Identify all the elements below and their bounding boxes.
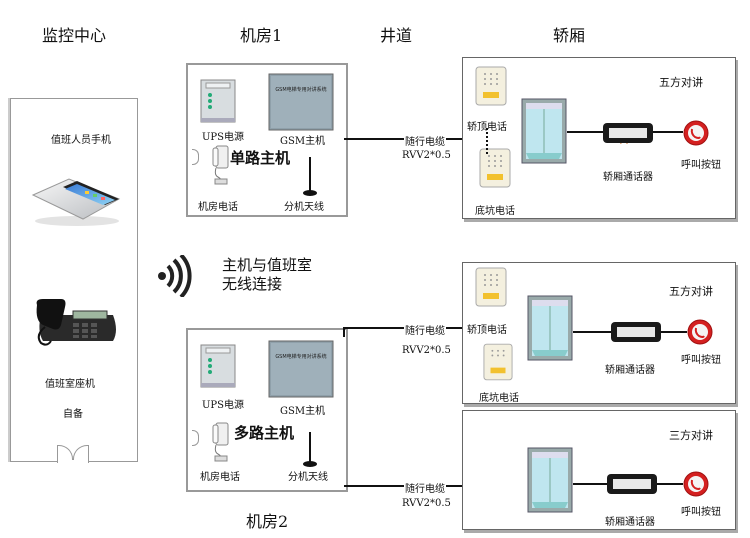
call-button-icon — [683, 471, 709, 497]
header-machine-room-2: 机房2 — [246, 512, 289, 531]
room2-door-arc — [192, 430, 199, 446]
cable-line-2 — [344, 327, 462, 329]
room2-ups-label: UPS电源 — [202, 400, 245, 411]
car2-pit-phone-label: 底坑电话 — [479, 393, 519, 404]
self-provided-label: 自备 — [63, 409, 83, 420]
header-monitor-center: 监控中心 — [42, 26, 107, 45]
cable3-spec: RVV2*0.5 — [402, 498, 451, 509]
speaker-phone-icon — [475, 267, 507, 307]
intercom-icon — [607, 473, 657, 495]
elevator-car-icon — [527, 447, 573, 513]
car1-pit-phone-label: 底坑电话 — [475, 206, 515, 217]
speaker-phone-icon — [479, 148, 511, 188]
room1-phone-label: 机房电话 — [198, 202, 238, 213]
room2-phone-label: 机房电话 — [200, 472, 240, 483]
car2-link-1 — [573, 331, 611, 333]
door-gap — [57, 445, 89, 463]
car2-title: 五方对讲 — [669, 285, 713, 298]
room1-ups-label: UPS电源 — [202, 132, 245, 143]
cable3-name: 随行电缆 — [404, 480, 446, 495]
cable1-name: 随行电缆 — [404, 133, 446, 148]
room1-antenna-label: 分机天线 — [284, 202, 324, 213]
call-button-icon — [683, 120, 709, 146]
desk-phone-label: 值班室座机 — [45, 379, 95, 390]
car-panel-2: 五方对讲 轿顶电话 底坑电话 — [462, 262, 736, 404]
car1-top-phone-label: 轿顶电话 — [467, 122, 507, 133]
machine-room-2: GSM电梯专用对讲系统 UPS电源 GSM主机 多路主机 机房电话 分机天线 — [186, 328, 348, 492]
room1-gsm-label: GSM主机 — [280, 136, 326, 147]
car2-top-phone-label: 轿顶电话 — [467, 325, 507, 336]
wireless-signal-icon — [156, 255, 192, 297]
room1-door-arc — [192, 149, 199, 165]
room2-host-label: 多路主机 — [234, 424, 295, 442]
car3-title: 三方对讲 — [669, 429, 713, 442]
car3-call-label: 呼叫按钮 — [681, 507, 721, 518]
antenna-icon — [302, 430, 318, 468]
antenna-icon — [302, 155, 318, 197]
call-button-icon — [687, 319, 713, 345]
speaker-phone-icon — [475, 66, 507, 106]
elevator-car-icon — [521, 98, 567, 164]
desk-phone-icon — [33, 295, 123, 347]
car2-link-2 — [661, 331, 687, 333]
svg-text:GSM电梯专用对讲系统: GSM电梯专用对讲系统 — [275, 353, 326, 360]
cable2-name: 随行电缆 — [404, 322, 446, 337]
wall-phone-icon — [212, 145, 230, 185]
car2-call-label: 呼叫按钮 — [681, 355, 721, 366]
elevator-car-icon — [527, 295, 573, 361]
cable-line-2-drop — [343, 327, 345, 337]
svg-text:GSM电梯专用对讲系统: GSM电梯专用对讲系统 — [275, 86, 326, 93]
car1-intercom-label: 轿厢通话器 — [603, 172, 653, 183]
header-shaft: 井道 — [380, 26, 413, 45]
car1-title: 五方对讲 — [659, 76, 703, 89]
car3-link-2 — [657, 483, 683, 485]
intercom-icon — [611, 321, 661, 343]
ups-box-icon — [200, 79, 236, 123]
gsm-box-icon: GSM电梯专用对讲系统 — [268, 73, 334, 131]
duty-phone-label: 值班人员手机 — [51, 135, 111, 146]
car1-call-label: 呼叫按钮 — [681, 160, 721, 171]
car1-link-1 — [567, 131, 607, 133]
cable1-spec: RVV2*0.5 — [402, 150, 451, 161]
car-panel-3: 三方对讲 轿厢通话器 呼叫按钮 — [462, 410, 736, 530]
machine-room-1: GSM电梯专用对讲系统 UPS电源 GSM主机 单路主机 机房电话 分机天线 — [186, 63, 348, 217]
wireless-text: 主机与值班室无线连接 — [222, 256, 313, 293]
intercom-icon — [603, 122, 653, 144]
gsm-box-icon: GSM电梯专用对讲系统 — [268, 340, 334, 398]
car1-dotted-link — [486, 128, 488, 154]
cable-line-3 — [344, 485, 462, 487]
car1-link-2 — [653, 131, 683, 133]
cable2-spec: RVV2*0.5 — [402, 345, 451, 356]
cable-line-1 — [344, 138, 462, 140]
room1-host-label: 单路主机 — [230, 149, 291, 167]
smartphone-icon — [29, 169, 123, 227]
car2-intercom-label: 轿厢通话器 — [605, 365, 655, 376]
wall-phone-icon — [212, 422, 230, 462]
ups-box-icon — [200, 344, 236, 388]
header-machine-room-1: 机房1 — [240, 26, 283, 45]
monitor-center-panel: 值班人员手机 — [10, 98, 138, 463]
room2-antenna-label: 分机天线 — [288, 472, 328, 483]
speaker-phone-icon — [483, 343, 513, 381]
room2-gsm-label: GSM主机 — [280, 406, 326, 417]
header-car: 轿厢 — [553, 26, 586, 45]
car3-link-1 — [573, 483, 607, 485]
car-panel-1: 五方对讲 轿顶电话 底坑电话 — [462, 57, 736, 219]
car3-intercom-label: 轿厢通话器 — [605, 517, 655, 528]
